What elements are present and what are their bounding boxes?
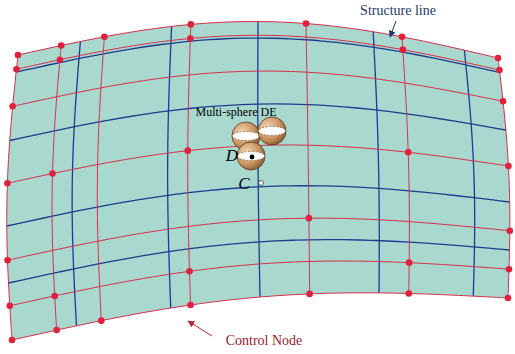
point-c (259, 181, 264, 186)
control-node (49, 170, 56, 177)
control-node (505, 295, 512, 302)
control-node (9, 103, 16, 110)
point-label: D (226, 147, 238, 166)
control-node (303, 20, 310, 27)
structure-line-label: Structure line (360, 3, 436, 18)
control-net-line (498, 58, 510, 298)
control-node (187, 302, 194, 309)
sphere (258, 117, 286, 145)
control-net-line (8, 218, 510, 260)
control-node (500, 98, 507, 105)
control-node (57, 56, 64, 63)
control-node (405, 149, 412, 156)
control-node (58, 42, 65, 49)
control-node (4, 180, 11, 187)
control-net-line (188, 24, 191, 305)
control-node (505, 163, 512, 170)
control-node (6, 303, 13, 310)
control-net-line (402, 37, 409, 294)
structure-line (10, 104, 506, 141)
control-node (496, 67, 503, 74)
control-node (506, 266, 513, 273)
surface-patch (7, 21, 510, 340)
control-node (15, 52, 22, 59)
control-node (507, 228, 514, 235)
structure-line (373, 32, 379, 293)
point-d (250, 155, 255, 160)
control-net-line (12, 293, 508, 340)
control-net-line (18, 21, 498, 58)
control-node (400, 46, 407, 53)
point-label: C (238, 175, 249, 194)
control-node (186, 268, 193, 275)
control-node-label: Control Node (226, 333, 303, 348)
structure-line (8, 240, 509, 283)
control-node (188, 21, 195, 28)
control-node (406, 290, 413, 297)
control-node (9, 337, 16, 344)
control-net-line (13, 71, 503, 106)
control-net-line (306, 24, 310, 294)
sphere (237, 142, 265, 170)
structure-line (464, 50, 474, 296)
control-node (13, 66, 20, 73)
structure-line (72, 41, 80, 325)
control-node (98, 317, 105, 324)
control-net-line (97, 37, 104, 321)
control-node (406, 259, 413, 266)
control-node (187, 35, 194, 42)
control-node (53, 327, 60, 334)
control-net-line (16, 35, 499, 70)
control-node (101, 33, 108, 40)
control-node (399, 34, 406, 41)
structure-line (168, 26, 172, 308)
leader-line (390, 21, 396, 37)
structure-line (16, 38, 500, 72)
control-node (184, 147, 191, 154)
sphere-label: Multi-sphere DE (196, 106, 277, 119)
control-node (306, 291, 313, 298)
control-net-line (7, 55, 18, 340)
leader-line (188, 321, 212, 336)
control-node (4, 257, 11, 264)
control-node (306, 215, 313, 222)
control-node (495, 55, 502, 62)
control-node (51, 293, 58, 300)
control-net-line (52, 46, 61, 331)
control-net-line (10, 261, 509, 306)
